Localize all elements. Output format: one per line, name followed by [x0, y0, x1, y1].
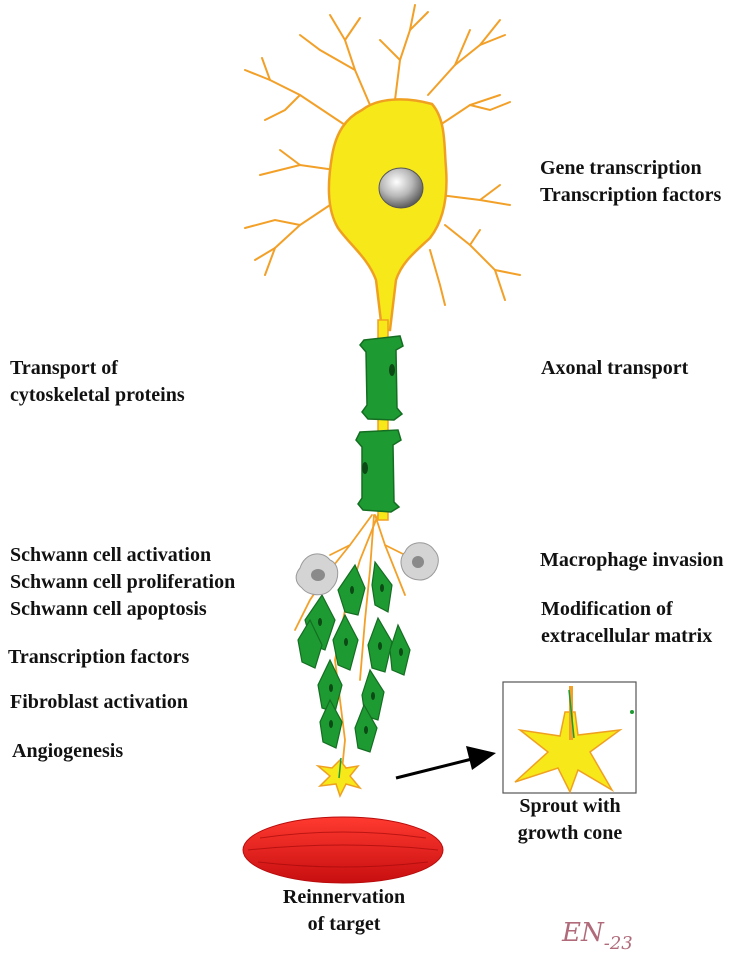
artist-signature: EN-23 — [562, 918, 633, 954]
dendrites — [244, 4, 521, 306]
label-schwann-apoptosis: Schwann cell apoptosis — [10, 598, 207, 620]
neuron-cell-body — [327, 98, 448, 332]
arrow — [395, 746, 496, 780]
label-fibroblast-activation: Fibroblast activation — [10, 691, 188, 713]
label-gene-transcription: Gene transcription — [540, 157, 702, 179]
target-muscle — [242, 816, 444, 884]
label-schwann-activation: Schwann cell activation — [10, 544, 212, 566]
label-schwann-proliferation: Schwann cell proliferation — [10, 571, 236, 593]
label-of-target: of target — [307, 913, 381, 935]
label-transport-of: Transport of — [10, 357, 118, 379]
label-modification-of: Modification of — [541, 598, 673, 620]
label-sprout-with: Sprout with — [519, 795, 621, 817]
growth-cone-enlarged — [514, 711, 623, 794]
schwann-nuclei — [318, 584, 403, 734]
axon-sprouts — [294, 514, 406, 771]
label-transcription-factors: Transcription factors — [8, 646, 190, 668]
label-angiogenesis: Angiogenesis — [12, 740, 124, 762]
label-extracellular-matrix: extracellular matrix — [541, 625, 713, 647]
label-macrophage-invasion: Macrophage invasion — [540, 549, 724, 571]
nucleus — [378, 167, 424, 209]
label-transcription-factors-top: Transcription factors — [540, 184, 722, 206]
myelin-sheath — [355, 335, 404, 513]
label-growth-cone: growth cone — [517, 822, 623, 844]
label-reinnervation: Reinnervation — [282, 886, 406, 908]
signature-year: -23 — [603, 933, 633, 954]
label-axonal-transport: Axonal transport — [541, 357, 689, 379]
macrophages — [295, 542, 439, 596]
schwann-cells — [297, 560, 411, 753]
label-cytoskeletal-proteins: cytoskeletal proteins — [10, 384, 185, 406]
signature-initials: EN — [562, 918, 604, 948]
